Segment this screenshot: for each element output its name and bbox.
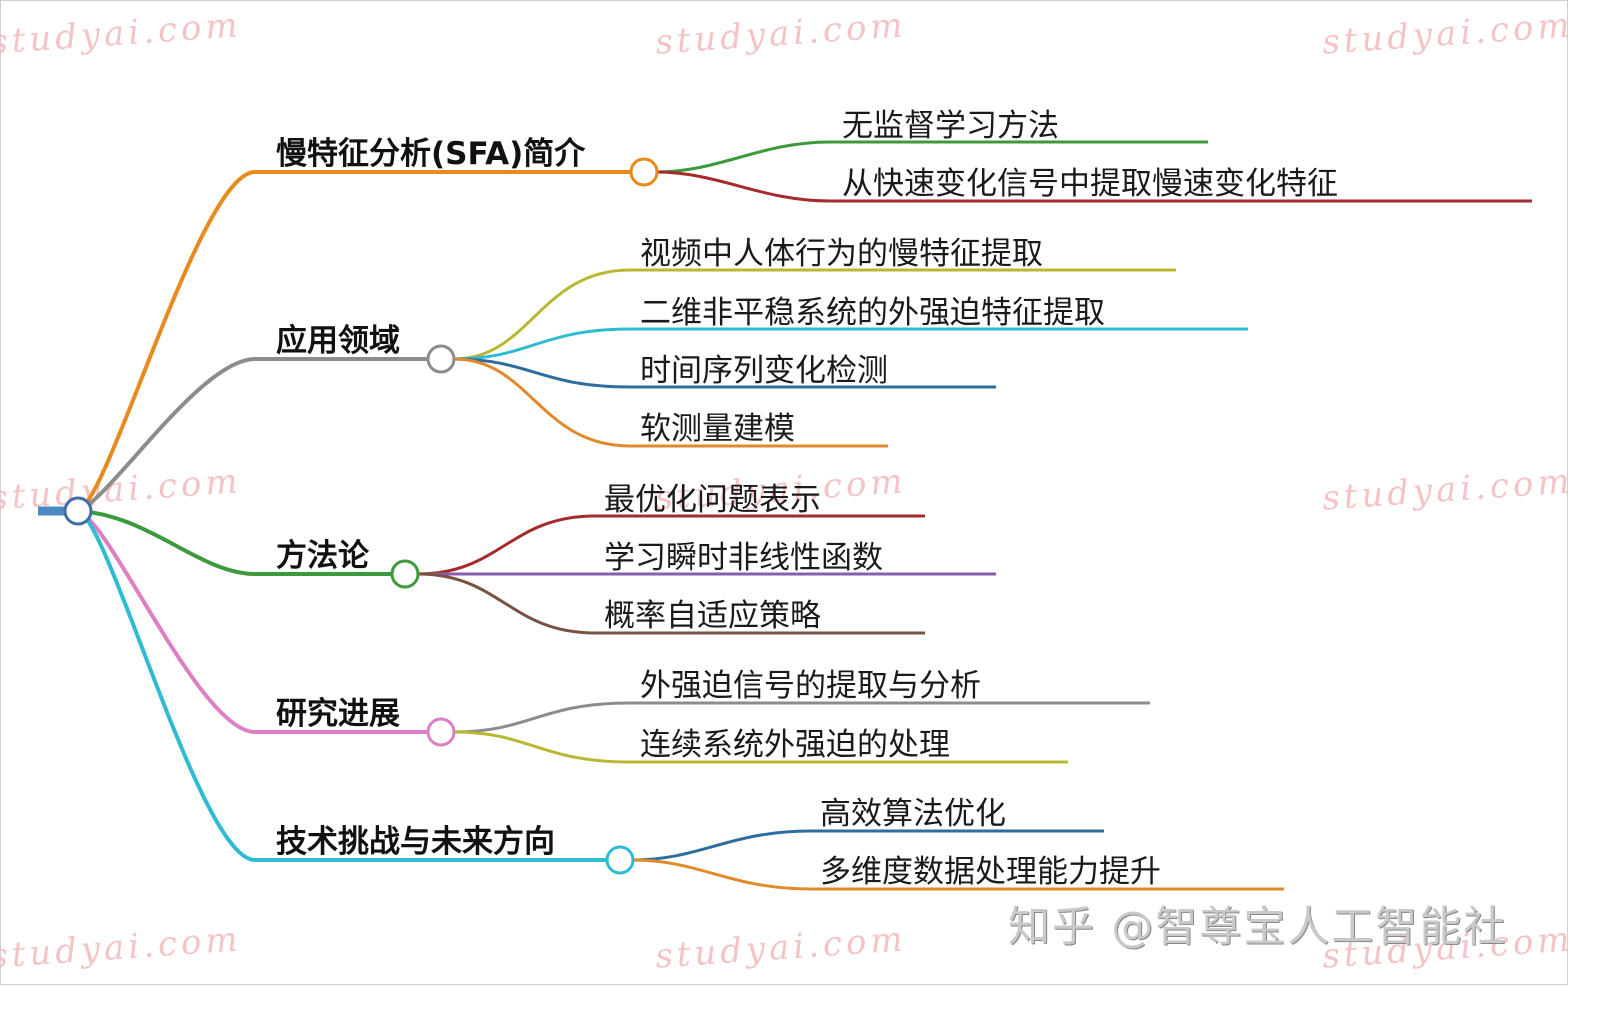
edge-branch-0 [76,170,632,513]
leaf-label[interactable]: 软测量建模 [640,411,795,447]
leaf-label[interactable]: 外强迫信号的提取与分析 [640,668,981,704]
edge-branch-4 [76,509,607,862]
edge-child [453,357,996,389]
mindmap-canvas [0,0,1568,985]
edge-child [453,357,888,448]
edge-child [655,140,1208,174]
branch-node-1[interactable] [426,344,456,374]
branch-node-0[interactable] [629,157,659,187]
edge-child [655,170,1532,203]
branch-label-methodology[interactable]: 方法论 [276,538,369,574]
leaf-label[interactable]: 概率自适应策略 [604,598,821,634]
branch-label-challenges[interactable]: 技术挑战与未来方向 [276,824,555,860]
edge-child [417,514,925,576]
edge-child [453,268,1176,361]
leaf-label[interactable]: 多维度数据处理能力提升 [820,854,1161,890]
leaf-label[interactable]: 连续系统外强迫的处理 [640,727,950,763]
edge-branch-2 [77,509,392,576]
edge-branch-3 [77,509,428,734]
leaf-label[interactable]: 学习瞬时非线性函数 [604,540,883,576]
source-credit: 知乎 @智尊宝人工智能社 [1008,902,1508,951]
edge-child [632,829,1104,862]
leaf-label[interactable]: 最优化问题表示 [604,482,821,518]
leaf-label[interactable]: 从快速变化信号中提取慢速变化特征 [842,166,1338,202]
edge-branch-1 [77,357,428,513]
branch-node-4[interactable] [605,845,635,875]
leaf-label[interactable]: 高效算法优化 [820,796,1006,832]
leaf-label[interactable]: 二维非平稳系统的外强迫特征提取 [640,295,1105,331]
branch-label-sfa-intro[interactable]: 慢特征分析(SFA)简介 [276,136,586,172]
branch-node-2[interactable] [390,559,420,589]
branch-node-3[interactable] [426,717,456,747]
leaf-label[interactable]: 无监督学习方法 [842,108,1059,144]
edge-child [632,858,1284,891]
leaf-label[interactable]: 时间序列变化检测 [640,353,888,389]
branch-label-applications[interactable]: 应用领域 [276,323,400,359]
edge-child [417,572,925,635]
edge-child [453,701,1150,734]
edge-child [453,730,1068,764]
edge-child [453,327,1248,361]
leaf-label[interactable]: 视频中人体行为的慢特征提取 [640,236,1043,272]
branch-label-research-progress[interactable]: 研究进展 [276,696,400,732]
root-node[interactable] [63,496,93,526]
